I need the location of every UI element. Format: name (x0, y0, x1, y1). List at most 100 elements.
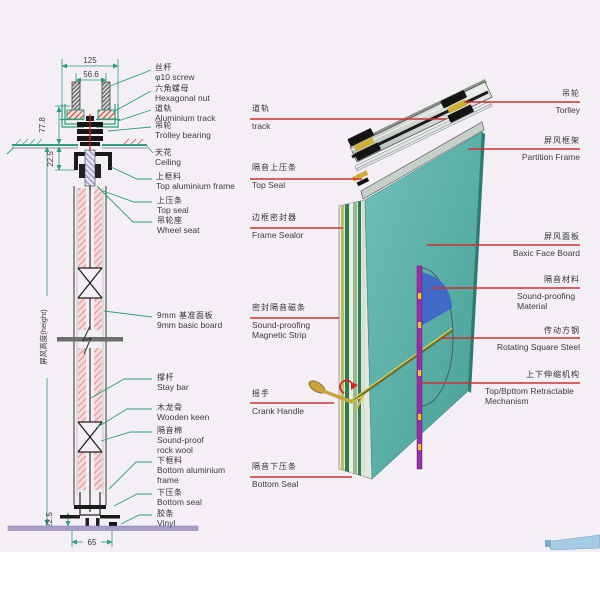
label-en: Sound-proofing Magnetic Strip (252, 320, 311, 340)
layer-stripes (341, 200, 365, 479)
label-en: Bottom Seal (252, 479, 299, 489)
panel-section (57, 186, 123, 512)
label-soundproof-material: 隔音材料 Sound-proofing Material (517, 275, 580, 311)
label-cn: 天花 (155, 148, 172, 157)
dim-bottom-offset: 22.5 (45, 512, 54, 528)
dim-panel-height: 屏风高度(height) (38, 309, 48, 365)
dimension-lines (44, 59, 119, 547)
label-bottom-seal-3d: 隔音下压条 Bottom Seal (252, 462, 298, 490)
label-en: Vinyl (157, 518, 176, 528)
label-en: Top/Bpttom Retractable Mechanism (485, 386, 574, 406)
label-cn: 隔音上压条 (252, 163, 297, 172)
label-en: track (252, 121, 271, 131)
label-cn: 丝杆 (155, 63, 172, 72)
floor-line (7, 525, 199, 531)
label-en: Baxic Face Board (512, 248, 580, 258)
label-en: Wooden keen (157, 412, 210, 422)
trolley-wheel-assembly (347, 128, 381, 161)
dim-bottom-width: 65 (88, 538, 97, 547)
bottom-frame-assembly (60, 492, 120, 527)
dim-top-width: 125 (83, 56, 97, 65)
label-en: Partition Frame (521, 152, 580, 162)
label-cn: 隔音材料 (544, 275, 580, 284)
label-en: Torlley (555, 105, 580, 115)
label-en: Stay bar (157, 382, 189, 392)
label-cn: 上压条 (157, 196, 183, 205)
label-cn: 吊轮座 (157, 216, 183, 225)
partition-frame-edge (360, 121, 485, 200)
green-leader-lines (90, 69, 154, 525)
label-cn: 9mm 基准面板 (157, 311, 213, 320)
label-en: Top Seal (252, 180, 286, 190)
dim-upper-offset: 22.5 (46, 151, 55, 167)
label-cn: 六角螺母 (155, 84, 189, 93)
retractable-mechanism (351, 265, 454, 470)
ceiling-line (6, 138, 147, 155)
label-top-seal-3d: 隔音上压条 Top Seal (252, 163, 297, 191)
label-cn: 隔音棉 (157, 426, 183, 435)
fan-sector (421, 272, 452, 326)
label-en: Bottom aluminium frame (157, 465, 226, 485)
drive-rod (416, 265, 423, 470)
label-en: Crank Handle (252, 406, 304, 416)
rotating-square-steel (351, 328, 453, 403)
label-retractable-mechanism: 上下伸缩机构 Top/Bpttom Retractable Mechanism (485, 370, 580, 406)
trolley-wheel-assembly (440, 90, 474, 123)
hex-nut (66, 109, 85, 120)
label-en: Sound-proofing Material (517, 291, 576, 311)
panel-right-edge (468, 132, 485, 393)
label-en: Trolley bearing (155, 130, 211, 140)
label-cn: 道轨 (155, 104, 172, 113)
label-en: 9mm basic board (157, 320, 223, 330)
dim-screw-spacing: 56.6 (83, 70, 99, 79)
label-cn: 边框密封器 (252, 213, 297, 222)
label-cn: 上下伸缩机构 (526, 370, 580, 379)
cross-brace (77, 267, 103, 299)
label-cn: 下框料 (157, 456, 183, 465)
screw-rod (101, 81, 111, 113)
label-en: φ10 screw (155, 72, 195, 82)
label-cn: 下压条 (157, 488, 183, 497)
rotation-arc (420, 267, 454, 407)
partition-3d-view (308, 79, 493, 480)
label-cn: 屏风框架 (544, 136, 580, 145)
label-cn: 上框料 (156, 172, 182, 181)
label-cn: 撑杆 (157, 373, 174, 382)
label-en: Aluminium track (155, 113, 216, 123)
red-leader-lines (250, 101, 580, 478)
label-en: Top seal (157, 205, 189, 215)
label-en: Wheel seat (157, 225, 200, 235)
cross-section-drawing: 125 56.6 77.8 22.5 屏风高度(height) 65 22.5 (6, 56, 199, 547)
label-cn: 屏风面板 (544, 232, 580, 241)
break-symbol (82, 325, 92, 355)
top-frame-assembly (74, 149, 112, 187)
label-cn: 吊轮 (155, 121, 172, 130)
hex-nut (97, 109, 116, 120)
label-cn: 传动方钢 (544, 326, 580, 335)
label-cn: 隔音下压条 (252, 462, 297, 471)
label-cn: 木龙骨 (157, 403, 183, 412)
label-partition-frame: 屏风框架 Partition Frame (522, 136, 580, 163)
label-en: Bottom seal (157, 497, 202, 507)
cropped-blue-corner (544, 534, 600, 551)
